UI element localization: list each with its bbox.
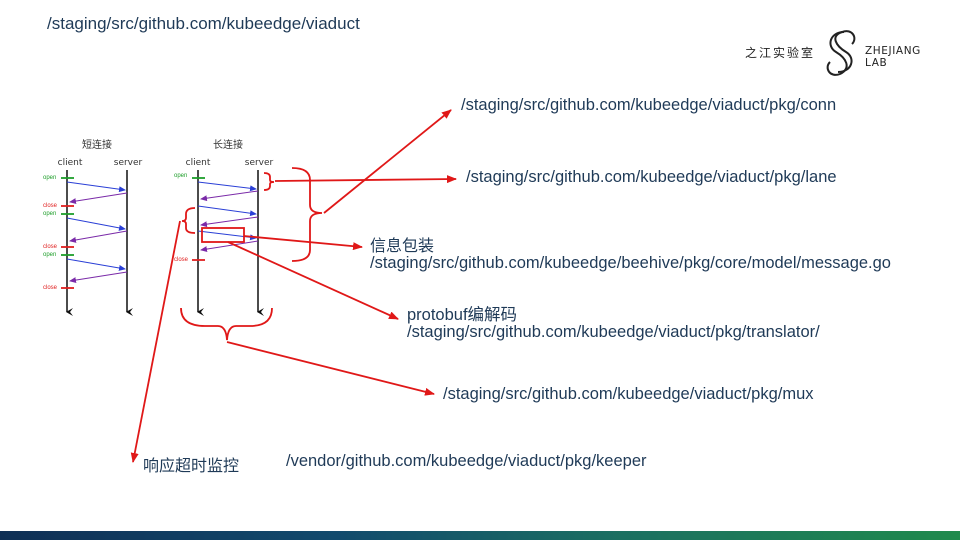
translator-arrow	[227, 241, 399, 320]
message-title: 信息包装	[370, 236, 435, 255]
open-marker-label: open	[174, 173, 187, 179]
long-client-label: client	[186, 158, 211, 168]
lane-bracket	[263, 172, 275, 191]
close-marker-label: close	[174, 257, 189, 263]
open-marker-label: open	[43, 175, 56, 181]
short-server-label: server	[114, 158, 143, 168]
logo-en-text: ZHEJIANG LAB	[865, 45, 921, 69]
open-marker-label: open	[43, 252, 56, 258]
mux-path: /staging/src/github.com/kubeedge/viaduct…	[443, 385, 814, 403]
long-message-arrows	[197, 181, 259, 253]
long-conn-title: 长连接	[213, 138, 243, 151]
translator-title: protobuf编解码	[407, 306, 518, 324]
footer-gradient-bar	[0, 531, 960, 540]
page-title: /staging/src/github.com/kubeedge/viaduct	[47, 14, 360, 33]
translator-path: /staging/src/github.com/kubeedge/viaduct…	[407, 323, 820, 341]
keeper-title: 响应超时监控	[143, 456, 240, 475]
lane-path: /staging/src/github.com/kubeedge/viaduct…	[466, 168, 837, 186]
mux-arrow	[226, 341, 435, 396]
close-marker-label: close	[43, 203, 58, 209]
message-box	[201, 227, 245, 243]
keeper-path: /vendor/github.com/kubeedge/viaduct/pkg/…	[286, 452, 647, 470]
short-client-label: client	[58, 158, 83, 168]
short-open-close-markers: open close open close open close	[43, 175, 74, 291]
mux-bracket	[180, 307, 273, 341]
short-message-arrows	[66, 181, 128, 284]
close-marker-label: close	[43, 285, 58, 291]
annotation-arrows	[130, 109, 457, 463]
conn-bracket	[291, 167, 323, 262]
conn-path: /staging/src/github.com/kubeedge/viaduct…	[461, 96, 837, 114]
message-arrow	[243, 235, 363, 251]
close-marker-label: close	[43, 244, 58, 250]
keeper-arrow	[130, 220, 181, 463]
logo-cn-text: 之江实验室	[745, 46, 816, 60]
conn-arrow	[323, 109, 452, 214]
message-path: /staging/src/github.com/kubeedge/beehive…	[370, 254, 891, 272]
open-marker-label: open	[43, 211, 56, 217]
logo-mark-icon	[826, 30, 856, 76]
keeper-bracket	[181, 207, 196, 234]
long-server-label: server	[245, 158, 274, 168]
long-open-close-markers: open close	[174, 173, 205, 263]
zhejiang-lab-logo: 之江实验室 ZHEJIANG LAB	[745, 28, 945, 78]
short-conn-title: 短连接	[82, 138, 112, 151]
